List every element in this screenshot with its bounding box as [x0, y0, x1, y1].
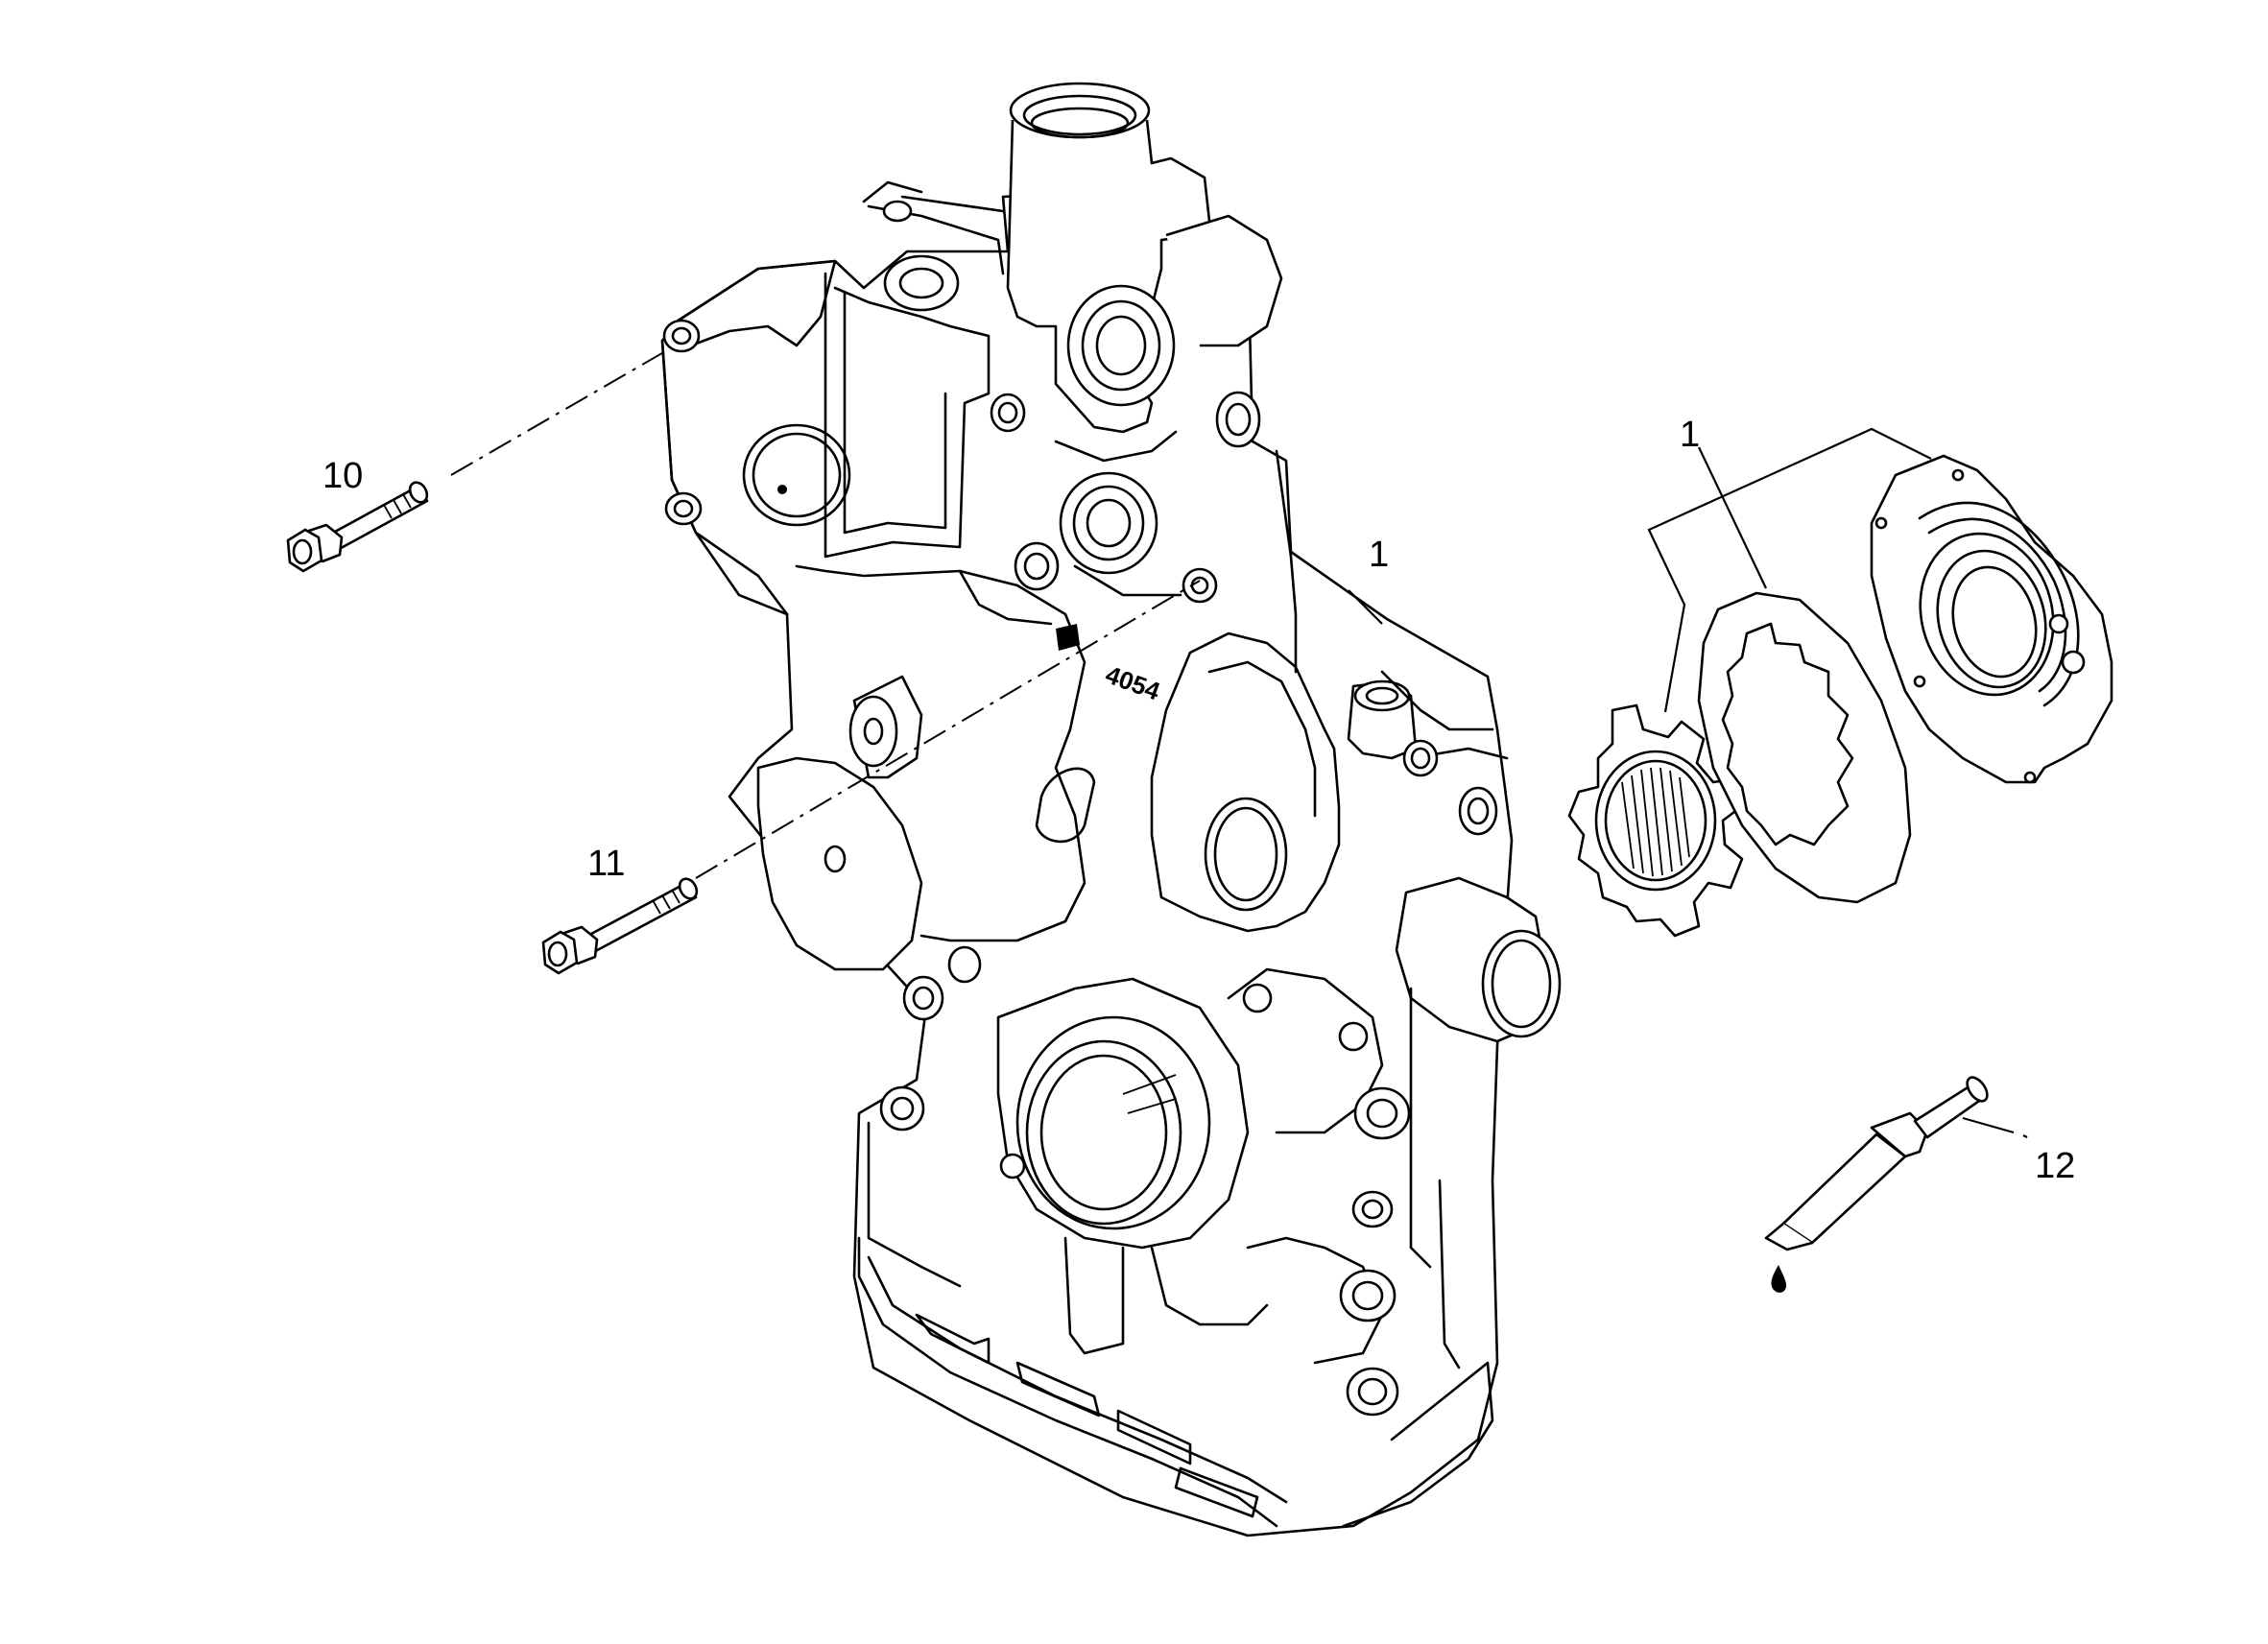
timing-cover-housing [660, 180, 1562, 1537]
assembly-line-bolt-10 [450, 349, 668, 476]
bolt-10 [286, 481, 429, 573]
callout-1-housing: 1 [1369, 535, 1389, 575]
callout-12: 12 [2035, 1146, 2075, 1186]
callout-1-oil-pump: 1 [1680, 415, 1700, 455]
callout-10: 10 [322, 456, 363, 496]
coolant-outlet-pipe [990, 82, 1283, 604]
oil-pump-outer-ring [1697, 591, 1912, 904]
callout-leaders [1348, 427, 1932, 713]
callout-11: 11 [587, 844, 625, 884]
oil-pump-inner-rotor [1567, 703, 1744, 938]
bolt-11 [541, 877, 699, 975]
assembly-line-bolt-11 [695, 580, 1201, 879]
sealant-tube-12 [1764, 1076, 2028, 1293]
oil-pump-cover-plate [1870, 454, 2113, 784]
sealant-drop-icon [1771, 1265, 1787, 1293]
